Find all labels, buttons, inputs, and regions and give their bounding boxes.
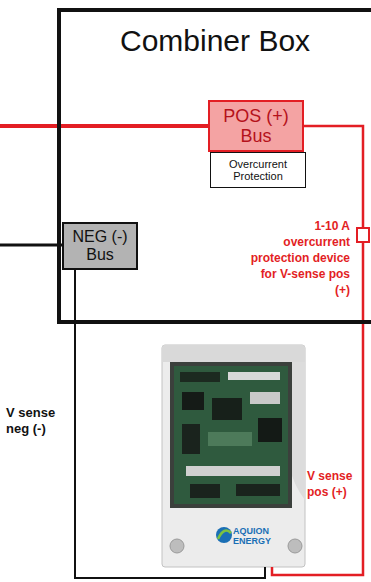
negative-bus: NEG (-) Bus bbox=[62, 222, 138, 270]
overcurrent-box: Overcurrent Protection bbox=[210, 152, 306, 188]
logo-mark bbox=[216, 527, 232, 543]
box-title: Combiner Box bbox=[120, 24, 310, 58]
board-trace bbox=[208, 432, 252, 446]
positive-bus: POS (+) Bus bbox=[208, 100, 304, 152]
board-connector bbox=[180, 372, 220, 382]
board-chip bbox=[190, 484, 220, 498]
cable-knockout bbox=[170, 539, 184, 553]
enclosure-lid bbox=[162, 345, 305, 362]
cable-knockout bbox=[288, 539, 302, 553]
board-connector bbox=[186, 466, 280, 476]
sense-wire bbox=[272, 126, 363, 575]
fuse-symbol bbox=[357, 228, 369, 242]
node-label: POS (+) Bus bbox=[218, 106, 294, 146]
logo-swoosh bbox=[218, 531, 231, 539]
battery-controller: AQUION ENERGY bbox=[162, 345, 305, 567]
fuse-note: 1-10 A overcurrent protection device for… bbox=[246, 218, 350, 298]
enclosure bbox=[162, 345, 305, 567]
board-chip bbox=[212, 398, 242, 420]
board-connector bbox=[228, 372, 280, 380]
circuit-board bbox=[174, 366, 288, 504]
board-connector bbox=[250, 392, 280, 404]
board-chip bbox=[258, 418, 282, 442]
board-chip bbox=[182, 392, 204, 410]
wire-label: V sense pos (+) bbox=[307, 468, 357, 500]
node-label: NEG (-) Bus bbox=[68, 228, 132, 264]
positive-input-wire bbox=[0, 124, 208, 128]
board-chip bbox=[236, 484, 280, 496]
node-label: Overcurrent Protection bbox=[216, 158, 300, 182]
negative-input-wire bbox=[0, 244, 62, 247]
wire-label: V sense neg (-) bbox=[6, 405, 66, 437]
board-chip bbox=[182, 424, 200, 454]
enclosure-opening bbox=[170, 362, 292, 508]
node-label: AQUION ENERGY bbox=[233, 526, 283, 546]
battery-controller-picture bbox=[162, 345, 305, 567]
